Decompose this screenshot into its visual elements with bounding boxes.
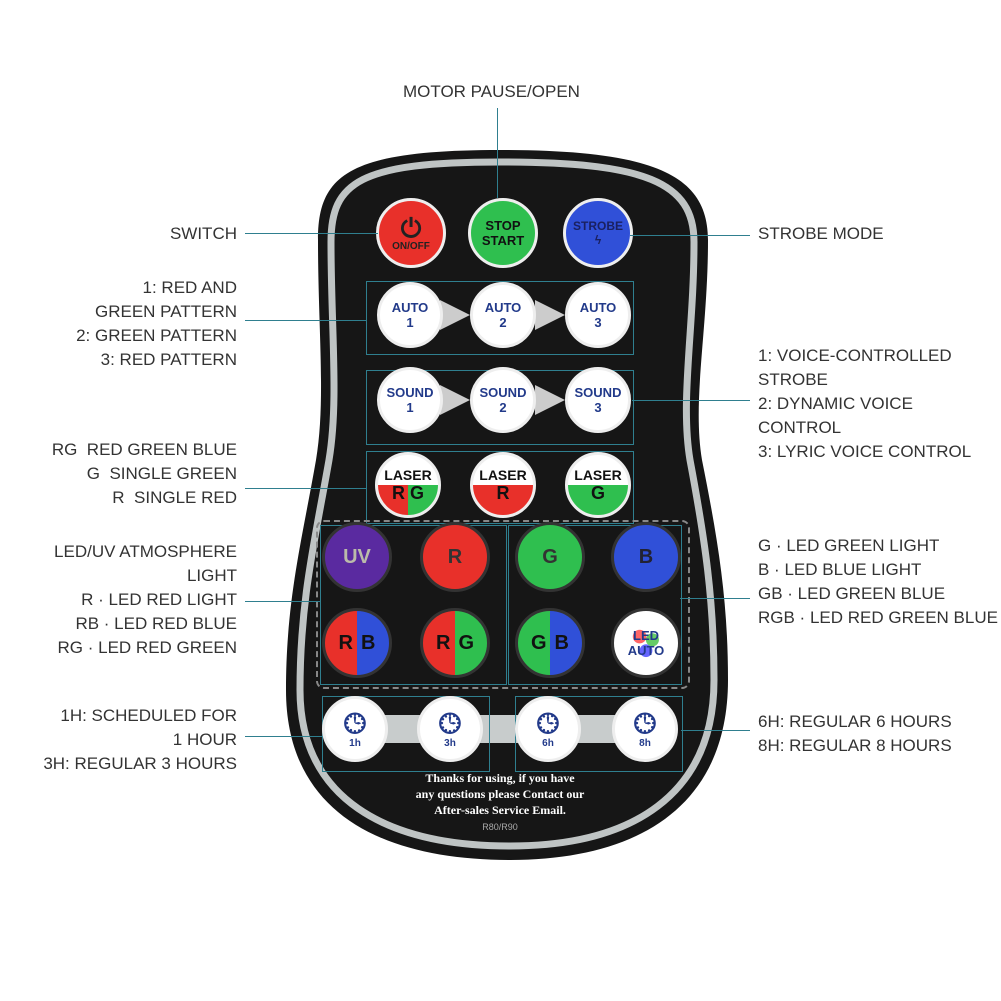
motor-label: MOTOR PAUSE/OPEN	[403, 82, 580, 101]
timer-3h-button[interactable]: 🕒︎3h	[417, 696, 483, 762]
timer-bar	[360, 715, 640, 743]
leader-line	[245, 320, 366, 321]
leader-line	[680, 598, 750, 599]
lightning-icon: ϟ	[594, 233, 602, 247]
leader-line	[245, 601, 320, 602]
leader-line	[497, 108, 498, 198]
clock-icon: 🕒︎	[343, 707, 367, 739]
clock-icon: 🕒︎	[633, 707, 657, 739]
led-left-group	[320, 525, 507, 685]
clock-icon: 🕒︎	[536, 707, 560, 739]
led-dashed-outline	[316, 520, 690, 689]
laser-group	[366, 451, 634, 524]
power-icon: ⏻	[400, 212, 422, 243]
led-g-button[interactable]: G	[515, 522, 585, 592]
leader-line	[245, 233, 378, 234]
led-right-group	[508, 525, 682, 685]
model-number: R80/R90	[482, 822, 518, 832]
leader-line	[245, 736, 322, 737]
led-r-button[interactable]: R	[420, 522, 490, 592]
timer-1h-button[interactable]: 🕒︎1h	[322, 696, 388, 762]
leader-line	[681, 730, 750, 731]
uv-button[interactable]: UV	[322, 522, 392, 592]
power-button[interactable]: ⏻ON/OFF	[376, 198, 446, 268]
strobe-label: STROBE MODE	[758, 224, 884, 243]
laser-rg-label: R G	[391, 482, 425, 503]
leader-line	[632, 400, 750, 401]
timer-6h-button[interactable]: 🕒︎6h	[515, 696, 581, 762]
leader-line	[630, 235, 750, 236]
leader-line	[245, 488, 366, 489]
clock-icon: 🕒︎	[438, 707, 462, 739]
timer-8h-button[interactable]: 🕒︎8h	[612, 696, 678, 762]
led-b-button[interactable]: B	[611, 522, 681, 592]
auto-group	[366, 281, 634, 355]
switch-label: SWITCH	[169, 224, 237, 243]
